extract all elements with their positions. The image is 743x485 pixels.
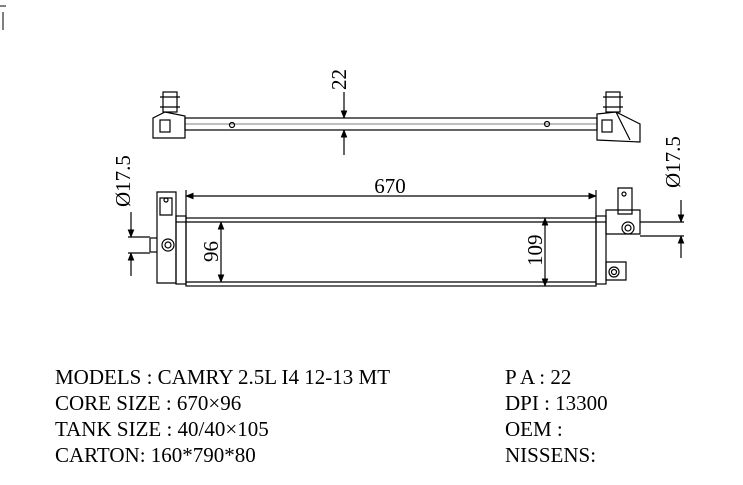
spec-dpi: DPI : 13300 [505, 391, 608, 415]
dim-core-height-label: 96 [199, 241, 223, 262]
dim-core-width [185, 190, 597, 218]
dim-thickness-label: 22 [327, 69, 351, 90]
spec-pa: P A : 22 [505, 365, 572, 389]
dim-overall-height-label: 109 [523, 235, 547, 267]
front-view-right-tank [595, 187, 641, 285]
dim-inlet-diameter [127, 212, 150, 276]
spec-oem: OEM : [505, 417, 563, 441]
dim-inlet-diameter-label: Ø17.5 [111, 155, 135, 207]
spec-models: MODELS : CAMRY 2.5L I4 12-13 MT [55, 365, 391, 389]
top-view-right-tank [596, 91, 641, 143]
top-view [152, 91, 641, 155]
spec-core-size: CORE SIZE : 670×96 [55, 391, 242, 415]
specs-left: MODELS : CAMRY 2.5L I4 12-13 MT CORE SIZ… [55, 364, 390, 468]
spec-nissens: NISSENS: [505, 443, 597, 467]
spec-tank-size: TANK SIZE : 40/40×105 [55, 417, 269, 441]
cropped-header-marks [0, 5, 6, 30]
front-view-left-tank [149, 191, 187, 285]
dim-outlet-diameter-label: Ø17.5 [661, 136, 685, 188]
specs-right: P A : 22 DPI : 13300 OEM : NISSENS: [505, 364, 608, 468]
dim-outlet-diameter [640, 200, 685, 258]
top-view-left-tank [152, 91, 186, 139]
front-view [127, 187, 685, 287]
top-view-core [184, 117, 598, 131]
dim-core-width-label: 670 [374, 174, 406, 198]
spec-carton: CARTON: 160*790*80 [55, 443, 256, 467]
